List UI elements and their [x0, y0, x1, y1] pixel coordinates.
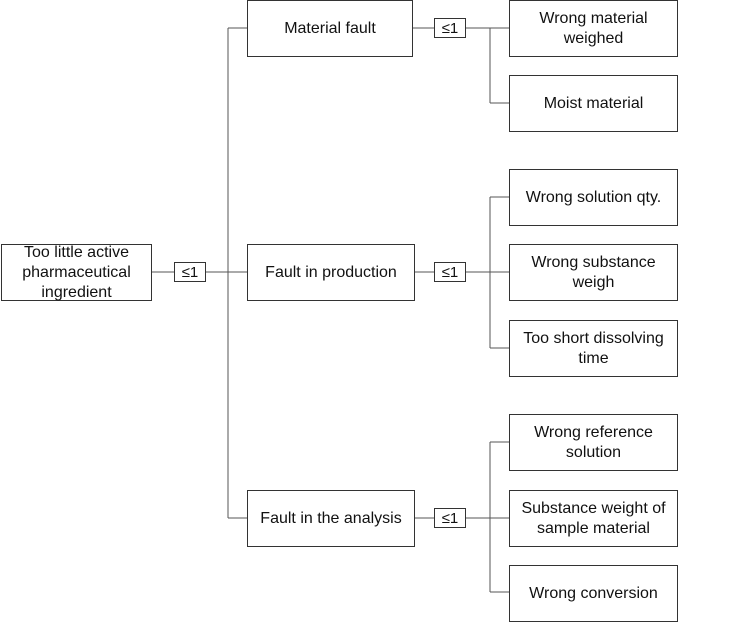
node-wrong-substance-weigh: Wrong substance weigh	[509, 244, 678, 301]
gate-root-label: ≤1	[181, 263, 199, 281]
gate-material: ≤1	[434, 18, 466, 38]
node-fault-production-label: Fault in production	[265, 263, 397, 281]
node-moist-material-label: Moist material	[543, 94, 644, 112]
node-wrong-solution-qty-label: Wrong solution qty.	[525, 188, 662, 206]
node-substance-weight-sample: Substance weight of sample material	[509, 490, 678, 547]
node-fault-analysis-label: Fault in the analysis	[260, 509, 402, 527]
node-substance-weight-sample-label: Substance weight of sample material	[521, 499, 666, 537]
node-wrong-material-weighed: Wrong material weighed	[509, 0, 678, 57]
gate-analysis-label: ≤1	[441, 509, 459, 527]
gate-root: ≤1	[174, 262, 206, 282]
node-too-short-dissolving: Too short dissolving time	[509, 320, 678, 377]
node-root-label: Too little active pharmaceutical ingredi…	[22, 243, 131, 301]
gate-material-label: ≤1	[441, 19, 459, 37]
node-fault-analysis: Fault in the analysis	[247, 490, 415, 547]
node-root: Too little active pharmaceutical ingredi…	[1, 244, 152, 301]
node-wrong-reference-solution-label: Wrong reference solution	[534, 423, 653, 461]
node-wrong-conversion-label: Wrong conversion	[529, 584, 658, 602]
node-wrong-reference-solution: Wrong reference solution	[509, 414, 678, 471]
node-fault-production: Fault in production	[247, 244, 415, 301]
node-wrong-material-weighed-label: Wrong material weighed	[539, 9, 648, 47]
gate-analysis: ≤1	[434, 508, 466, 528]
node-wrong-solution-qty: Wrong solution qty.	[509, 169, 678, 226]
node-moist-material: Moist material	[509, 75, 678, 132]
node-wrong-substance-weigh-label: Wrong substance weigh	[531, 253, 656, 291]
node-material-fault: Material fault	[247, 0, 413, 57]
gate-production: ≤1	[434, 262, 466, 282]
node-wrong-conversion: Wrong conversion	[509, 565, 678, 622]
node-too-short-dissolving-label: Too short dissolving time	[523, 329, 664, 367]
node-material-fault-label: Material fault	[284, 19, 376, 37]
gate-production-label: ≤1	[441, 263, 459, 281]
